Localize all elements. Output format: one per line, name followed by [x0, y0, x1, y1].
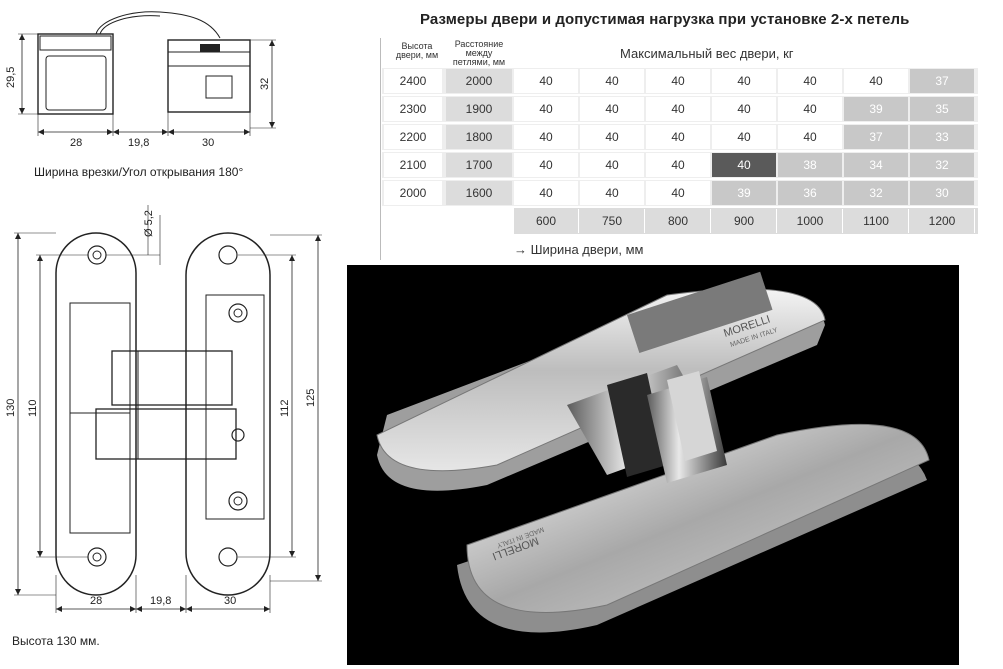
dim-29-5: 29,5	[5, 67, 17, 88]
max-weight-cell: 40	[646, 125, 710, 149]
dim-32: 32	[259, 78, 271, 90]
max-weight-cell: 40	[580, 125, 644, 149]
door-height-cell: 2400	[384, 69, 442, 93]
max-weight-cell: 39	[844, 97, 908, 121]
door-width-cell: 600	[514, 209, 579, 233]
max-weight-cell: 40	[580, 69, 644, 93]
hinge-distance-cell: 2000	[446, 69, 512, 93]
max-weight-cell: 40	[778, 125, 842, 149]
door-width-cell: 1100	[844, 209, 909, 233]
max-weight-cell: 40	[712, 69, 776, 93]
load-table: Высота двери, мм Расстояние между петлям…	[380, 38, 978, 260]
dim-19-8-front: 19,8	[150, 595, 171, 607]
door-height-cell: 2100	[384, 153, 442, 177]
max-weight-cell: 40	[712, 125, 776, 149]
max-weight-cell: 33	[910, 125, 974, 149]
front-view-drawing: Ø 5,2 130 110 112 125 28 19,8 30	[5, 205, 322, 613]
dim-28-top: 28	[70, 137, 82, 149]
width-footer: → Ширина двери, мм	[514, 242, 644, 257]
max-weight-cell: 40	[514, 97, 578, 121]
hinge-distance-cell: 1800	[446, 125, 512, 149]
max-weight-cell: 40	[646, 97, 710, 121]
table-title: Размеры двери и допустимая нагрузка при …	[420, 11, 910, 28]
max-weight-cell: 40	[580, 153, 644, 177]
max-weight-cell: 40	[580, 181, 644, 205]
max-weight-cell: 40	[646, 69, 710, 93]
max-weight-cell: 40	[514, 125, 578, 149]
max-weight-cell: 40	[514, 153, 578, 177]
door-width-cell: 1000	[778, 209, 843, 233]
door-width-cell: 900	[712, 209, 777, 233]
max-weight-cell: 37	[910, 69, 974, 93]
max-weight-cell: 32	[910, 153, 974, 177]
hinge-distance-cell: 1600	[446, 181, 512, 205]
max-weight-cell: 30	[910, 181, 974, 205]
max-weight-cell: 40	[580, 97, 644, 121]
max-weight-cell: 40	[646, 181, 710, 205]
max-weight-cell: 40	[514, 69, 578, 93]
top-view-drawing: 29,5 32 28 19,8 30	[5, 11, 276, 149]
dim-30-front: 30	[224, 595, 236, 607]
hinge-distance-cell: 1700	[446, 153, 512, 177]
height-column-header: Высота двери, мм	[395, 41, 439, 60]
dim-28-front: 28	[90, 595, 102, 607]
door-height-cell: 2000	[384, 181, 442, 205]
door-height-cell: 2300	[384, 97, 442, 121]
max-weight-cell: 32	[844, 181, 908, 205]
max-weight-cell: 39	[712, 181, 776, 205]
product-photo: MORELLI MADE IN ITALY MORELLI MADE IN IT…	[347, 265, 959, 665]
dim-30-top: 30	[202, 137, 214, 149]
top-view-caption: Ширина врезки/Угол открывания 180°	[34, 165, 244, 179]
max-weight-cell: 40	[712, 97, 776, 121]
max-weight-cell: 40	[778, 69, 842, 93]
dim-112: 112	[279, 399, 291, 417]
max-weight-cell: 40	[514, 181, 578, 205]
door-height-cell: 2200	[384, 125, 442, 149]
door-width-cell: 750	[580, 209, 645, 233]
hinge-distance-cell: 1900	[446, 97, 512, 121]
dim-hole: Ø 5,2	[143, 210, 155, 237]
dim-19-8-top: 19,8	[128, 137, 149, 149]
dim-110: 110	[27, 399, 39, 417]
max-weight-cell: 36	[778, 181, 842, 205]
max-weight-cell: 40	[844, 69, 908, 93]
dim-125: 125	[305, 389, 317, 407]
door-width-cell: 1200	[910, 209, 975, 233]
max-weight-cell: 35	[910, 97, 974, 121]
dim-130: 130	[5, 399, 17, 417]
door-width-cell: 800	[646, 209, 711, 233]
max-weight-cell: 34	[844, 153, 908, 177]
weight-header: Максимальный вес двери, кг	[620, 46, 794, 61]
distance-column-header: Расстояние между петлями, мм	[452, 39, 506, 67]
front-view-caption: Высота 130 мм.	[12, 634, 100, 648]
width-row	[514, 208, 978, 234]
max-weight-cell: 40	[778, 97, 842, 121]
max-weight-cell: 38	[778, 153, 842, 177]
max-weight-cell: 40	[712, 153, 776, 177]
max-weight-cell: 40	[646, 153, 710, 177]
max-weight-cell: 37	[844, 125, 908, 149]
